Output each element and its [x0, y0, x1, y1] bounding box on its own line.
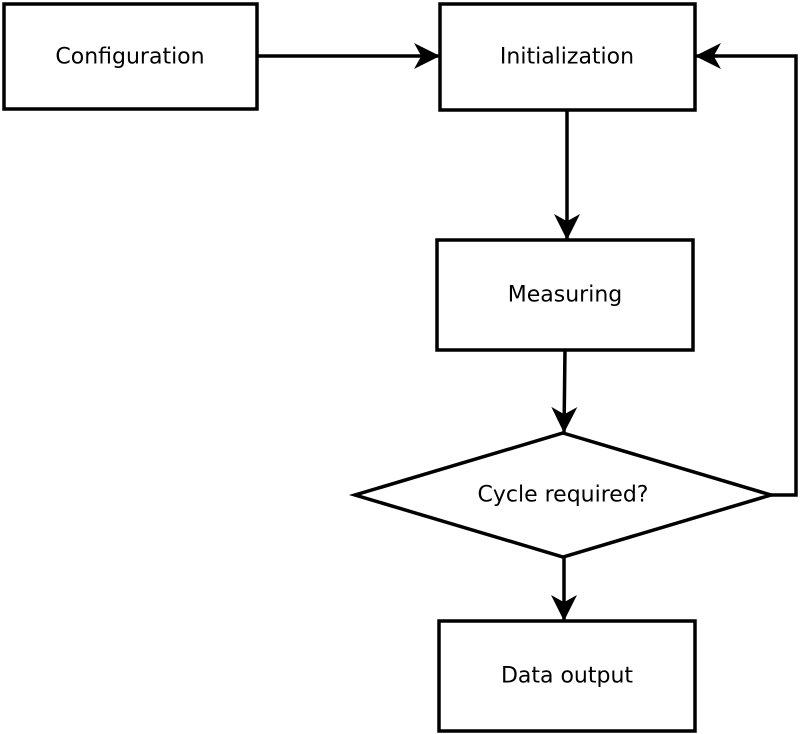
node-measuring: Measuring — [435, 238, 695, 352]
configuration-box — [2, 2, 259, 111]
nodes-group: Configuration Initialization Measuring C… — [2, 2, 778, 733]
data-output-box — [437, 619, 697, 733]
initialization-label: Initialization — [500, 45, 634, 70]
edge-cycle-required-to-initialization-loop — [695, 43, 798, 497]
measuring-label: Measuring — [508, 283, 622, 308]
edges-group — [257, 43, 798, 621]
measuring-box — [435, 238, 695, 352]
node-configuration: Configuration — [2, 2, 259, 111]
node-data-output: Data output — [437, 619, 697, 733]
cycle-required-diamond — [348, 431, 778, 559]
configuration-label: Configuration — [55, 45, 204, 70]
edge-measuring-to-cycle-required — [551, 349, 578, 434]
cycle-required-label: Cycle required? — [478, 483, 649, 508]
node-initialization: Initialization — [438, 2, 697, 112]
node-cycle-required: Cycle required? — [348, 431, 778, 559]
initialization-box — [438, 2, 697, 112]
data-output-label: Data output — [501, 664, 633, 689]
